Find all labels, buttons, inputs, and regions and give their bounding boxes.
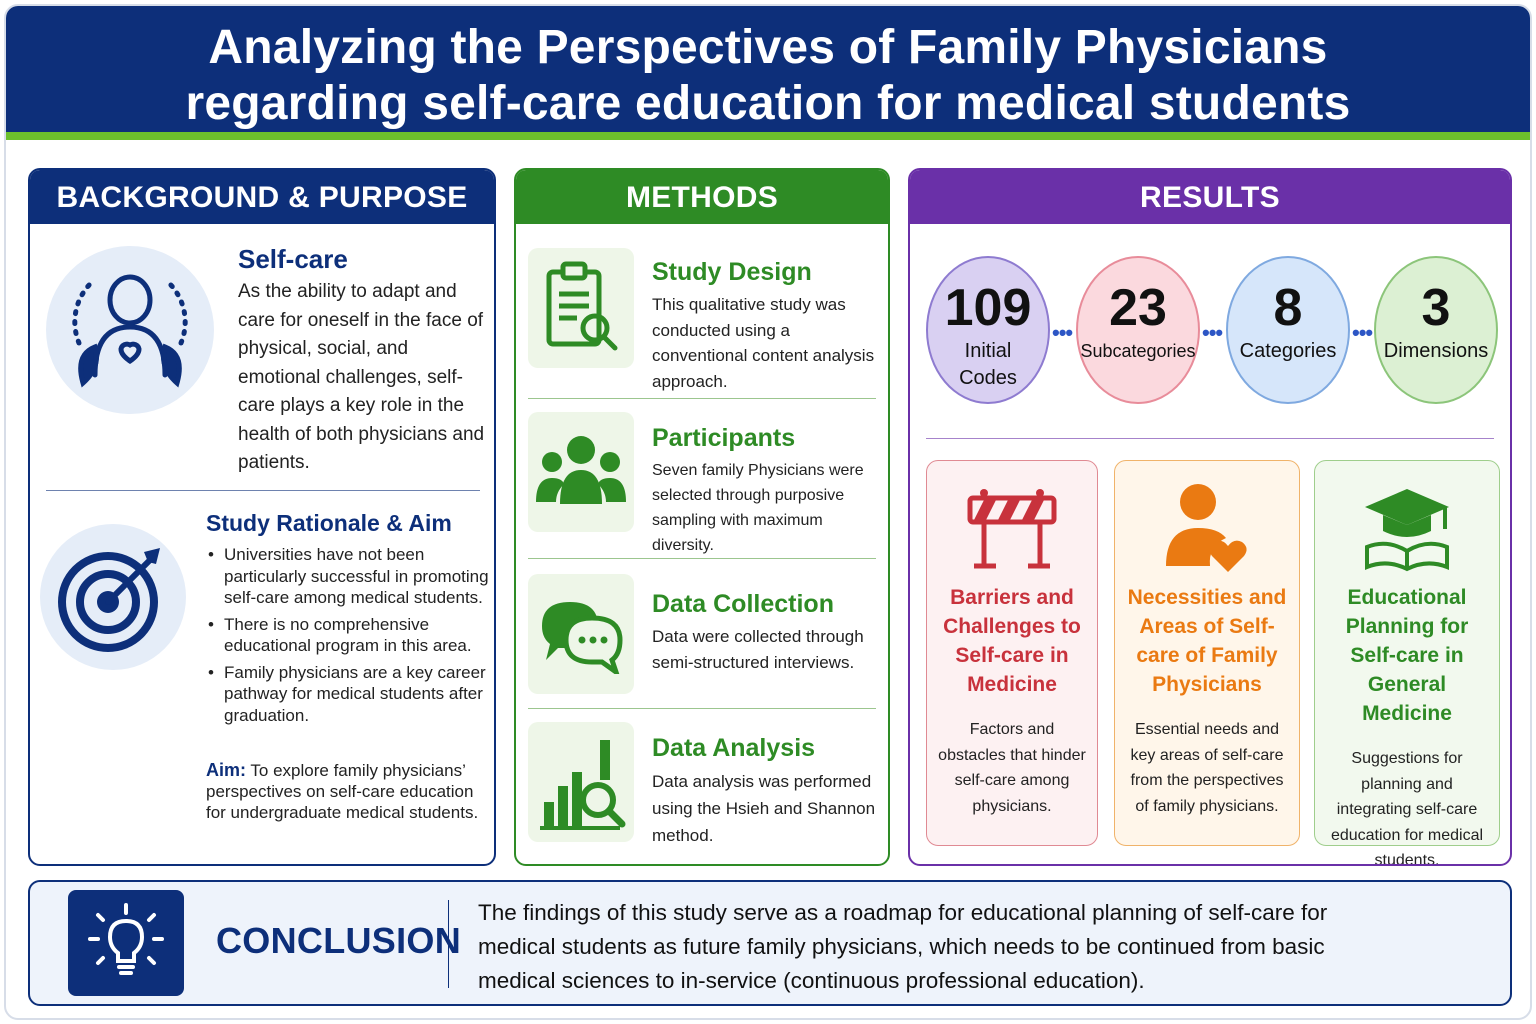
person-heart-icon [1115, 473, 1299, 583]
stat-subcategories: 23 Subcategories [1076, 256, 1200, 404]
self-care-text: As the ability to adapt and care for one… [238, 281, 485, 473]
dimension-card-educational: Educational Planning for Self-care in Ge… [1314, 460, 1500, 864]
stat-label: Categories [1239, 340, 1337, 362]
self-care-title: Self-care [238, 244, 348, 274]
dimension-title: Educational Planning for Self-care in Ge… [1345, 586, 1469, 725]
barrier-icon [927, 473, 1097, 583]
divider [528, 708, 876, 709]
background-heading: BACKGROUND & PURPOSE [30, 170, 494, 224]
conclusion-text: The findings of this study serve as a ro… [478, 900, 1328, 993]
method-title: Data Analysis [652, 734, 816, 762]
dimension-text: Essential needs and key areas of self-ca… [1130, 721, 1284, 815]
stat-categories: 8 Categories [1226, 256, 1350, 404]
chat-bubbles-icon [528, 574, 634, 694]
infographic: Analyzing the Perspectives of Family Phy… [4, 4, 1532, 1020]
results-heading: RESULTS [910, 170, 1510, 224]
dimension-text: Suggestions for planning and integrating… [1330, 750, 1484, 866]
dimension-card-necessities: Necessities and Areas of Self-care of Fa… [1114, 460, 1300, 846]
dimension-title: Barriers and Challenges to Self-care in … [943, 586, 1081, 696]
group-icon [528, 412, 634, 532]
lightbulb-icon [68, 890, 184, 996]
connector-dots: ••• [1052, 320, 1073, 345]
stat-value: 3 [1421, 279, 1451, 337]
aim-text: To explore family physicians’ perspectiv… [206, 761, 479, 822]
self-care-icon [46, 246, 214, 414]
connector-dots: ••• [1352, 320, 1373, 345]
rationale-item: There is no comprehensive educational pr… [206, 614, 494, 657]
stat-label: Subcategories [1080, 341, 1196, 361]
stat-label: Dimensions [1383, 340, 1489, 362]
divider [528, 558, 876, 559]
page-title: Analyzing the Perspectives of Family Phy… [6, 6, 1530, 132]
methods-panel: METHODS Study Design This qualitative st… [514, 168, 890, 866]
graduation-book-icon [1315, 473, 1499, 583]
divider [46, 490, 480, 491]
conclusion-heading: CONCLUSION [216, 920, 461, 961]
divider [926, 438, 1494, 439]
stat-label: Initial [964, 340, 1012, 362]
method-title: Participants [652, 424, 796, 452]
stat-value: 109 [944, 279, 1032, 337]
conclusion-panel: CONCLUSION The findings of this study se… [28, 880, 1512, 1006]
method-title: Data Collection [652, 590, 834, 618]
rationale-list: Universities have not been particularly … [206, 544, 494, 731]
stat-label: Codes [959, 367, 1017, 389]
dimension-title: Necessities and Areas of Self-care of Fa… [1127, 586, 1287, 696]
stat-initial-codes: 109 Initial Codes [926, 256, 1050, 404]
background-panel: BACKGROUND & PURPOSE Self-care As the ab… [28, 168, 496, 866]
divider [448, 900, 449, 988]
target-icon [40, 524, 186, 670]
connector-dots: ••• [1202, 320, 1223, 345]
title-line-1: Analyzing the Perspectives of Family Phy… [208, 21, 1328, 74]
rationale-item: Family physicians are a key career pathw… [206, 662, 494, 727]
rationale-item: Universities have not been particularly … [206, 544, 494, 609]
method-text: Data were collected through semi-structu… [652, 627, 864, 672]
rationale-title: Study Rationale & Aim [206, 510, 452, 536]
clipboard-search-icon [528, 248, 634, 368]
stat-value: 8 [1273, 279, 1303, 337]
title-banner: Analyzing the Perspectives of Family Phy… [6, 6, 1530, 140]
methods-heading: METHODS [516, 170, 888, 224]
method-text: Data analysis was performed using the Hs… [652, 772, 876, 845]
results-panel: RESULTS 109 Initial Codes ••• 23 Subcate… [908, 168, 1512, 866]
method-text: This qualitative study was conducted usi… [652, 295, 875, 391]
method-text: Seven family Physicians were selected th… [652, 462, 864, 554]
divider [528, 398, 876, 399]
dimension-text: Factors and obstacles that hinder self-c… [938, 721, 1086, 815]
aim-statement: Aim: To explore family physicians’ persp… [206, 760, 494, 823]
method-title: Study Design [652, 258, 812, 286]
stat-dimensions: 3 Dimensions [1374, 256, 1498, 404]
bar-chart-search-icon [528, 722, 634, 842]
dimension-card-barriers: Barriers and Challenges to Self-care in … [926, 460, 1098, 846]
aim-label: Aim: [206, 760, 246, 780]
stat-value: 23 [1109, 279, 1167, 337]
title-line-2: regarding self-care education for medica… [185, 77, 1351, 130]
